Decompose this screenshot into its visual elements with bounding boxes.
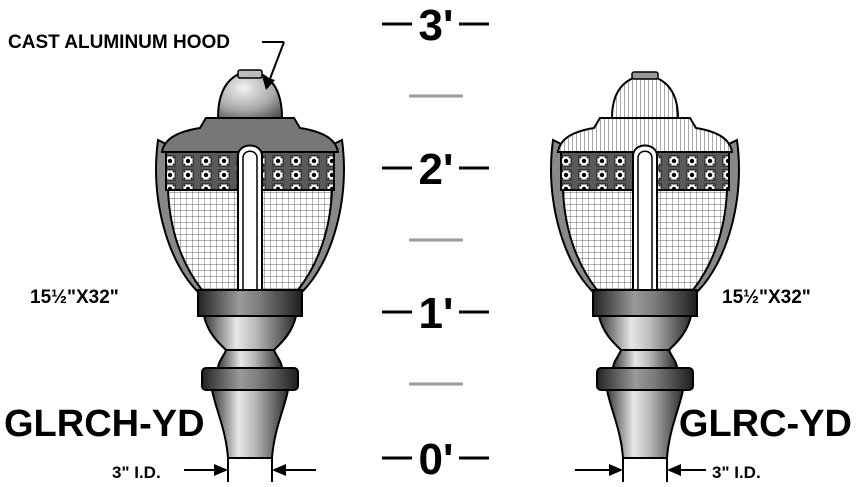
base-collar xyxy=(592,289,698,317)
base-neck xyxy=(597,315,693,351)
scale-label-1ft: 1' xyxy=(419,289,454,338)
right-id-dimension xyxy=(575,458,706,482)
cast-aluminum-hood-dome xyxy=(216,70,284,119)
callout-arrowhead xyxy=(262,76,275,90)
dim-arrowhead xyxy=(214,464,228,476)
base-bulb xyxy=(611,349,679,369)
base-collar xyxy=(197,289,303,317)
right-id-label: 3" I.D. xyxy=(712,463,761,482)
base-bulb xyxy=(216,349,284,369)
hood-callout xyxy=(262,41,285,90)
hood-callout-label: CAST ALUMINUM HOOD xyxy=(8,32,230,53)
base-fitter xyxy=(605,389,685,459)
height-scale xyxy=(382,22,489,460)
base-ring xyxy=(201,367,299,391)
scale-label-2ft: 2' xyxy=(419,145,454,194)
left-id-label: 3" I.D. xyxy=(112,463,161,482)
dim-arrowhead xyxy=(667,464,681,476)
scale-label-3ft: 3' xyxy=(419,1,454,50)
left-id-dimension xyxy=(184,458,316,482)
crown-cap xyxy=(631,71,659,80)
dim-arrowhead xyxy=(272,464,286,476)
ribbed-glass-dome xyxy=(610,74,680,119)
center-strap-inner xyxy=(242,150,258,293)
scale-label-0ft: 0' xyxy=(419,435,454,484)
left-size-label: 15½"X32" xyxy=(30,287,119,308)
hood-skirt xyxy=(160,117,340,153)
left-model-label: GLRCH-YD xyxy=(4,403,205,445)
callout-leader xyxy=(267,41,285,85)
ribbed-glass-skirt xyxy=(556,117,734,153)
base-neck xyxy=(202,315,298,351)
center-strap xyxy=(237,144,263,301)
center-strap-inner xyxy=(637,150,653,293)
center-strap xyxy=(632,144,658,301)
right-fixture-glrc xyxy=(550,71,740,459)
hood-cap xyxy=(237,69,263,79)
right-size-label: 15½"X32" xyxy=(722,287,811,308)
left-fixture-glrch xyxy=(155,69,345,459)
base-fitter xyxy=(210,389,290,459)
base-ring xyxy=(596,367,694,391)
right-model-label: GLRC-YD xyxy=(679,403,852,445)
dim-arrowhead xyxy=(609,464,623,476)
